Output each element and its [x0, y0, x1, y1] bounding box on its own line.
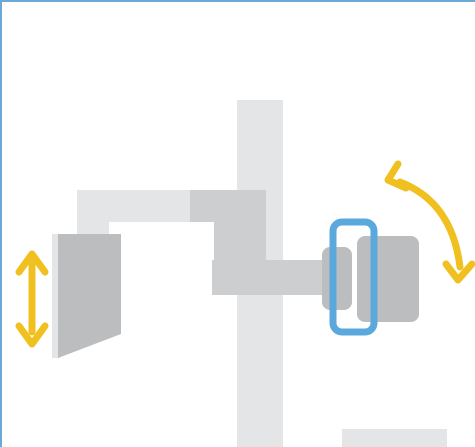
rotation-collar [329, 218, 378, 336]
vertical-move-arrow-icon [15, 250, 49, 348]
tube-head [357, 236, 419, 322]
rotation-arrow-icon [384, 160, 475, 284]
detector-drop-arm [77, 190, 109, 242]
arm-joint-vertical [214, 190, 266, 262]
floor-base [342, 429, 447, 447]
detector-panel [58, 234, 121, 358]
tube-head-back [322, 247, 352, 310]
tube-arm [212, 260, 327, 295]
